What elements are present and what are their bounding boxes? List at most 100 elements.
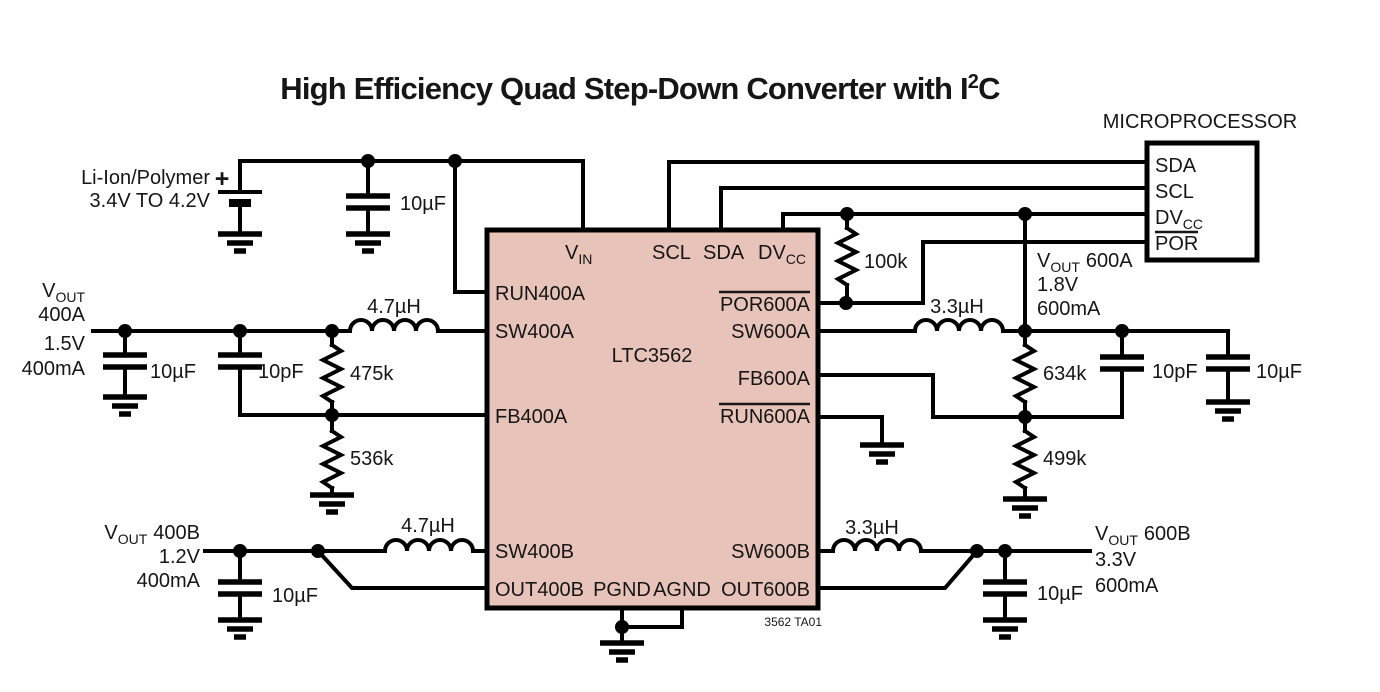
wire-run600a — [816, 415, 884, 447]
ic-pin-sw600b: SW600B — [731, 541, 810, 563]
battery-symbol — [218, 190, 262, 207]
wire-out400b — [315, 548, 489, 590]
battery-name-label: Li-Ion/Polymer — [81, 167, 210, 189]
micro-pin-scl: SCL — [1155, 181, 1194, 203]
resistor-icon-536k — [321, 429, 343, 490]
vout400a-label: VOUT — [42, 280, 85, 305]
ic-pin-sw600a: SW600A — [731, 321, 811, 343]
ic-pin-scl: SCL — [652, 242, 691, 264]
resistor-icon-100k — [836, 226, 858, 287]
inductor-icon-600a — [913, 318, 1005, 333]
figure-note: 3562 TA01 — [764, 615, 822, 629]
ground-icon — [310, 495, 354, 512]
ic-pin-vin: VIN — [565, 242, 592, 267]
micro-pin-sda: SDA — [1155, 155, 1197, 177]
vout400b-voltage: 1.2V — [159, 546, 201, 568]
vout600b-current: 600mA — [1095, 575, 1159, 597]
wire-dvcc — [781, 212, 1149, 232]
ground-icon — [103, 397, 147, 414]
wire-out600b — [816, 548, 980, 590]
cout400a-label: 10µF — [150, 361, 196, 383]
microprocessor-block: MICROPROCESSOR SDA SCL DVCC POR — [1103, 111, 1297, 263]
cout400b-label: 10µF — [272, 585, 318, 607]
vout600a-current: 600mA — [1037, 298, 1101, 320]
ic-pin-sw400b: SW400B — [495, 541, 574, 563]
wire-run400a — [453, 159, 489, 294]
micro-pin-dvcc: DVCC — [1155, 207, 1203, 232]
wire-por600a — [816, 240, 1149, 305]
pullup-resistor-label: 100k — [864, 251, 908, 273]
ic-pin-out400b: OUT400B — [495, 579, 584, 601]
ic-name: LTC3562 — [612, 345, 693, 367]
r536k-label: 536k — [350, 448, 394, 470]
ground-icon — [218, 620, 262, 637]
battery-range-label: 3.4V TO 4.2V — [90, 190, 211, 212]
capacitor-icon-600a-ff — [1100, 357, 1144, 369]
ic-pin-por600a: POR600A — [720, 294, 811, 316]
microprocessor-body — [1144, 140, 1260, 263]
ic-pin-pgnd: PGND — [593, 579, 651, 601]
input-cap-label: 10µF — [400, 193, 446, 215]
ic-pin-sw400a: SW400A — [495, 321, 575, 343]
ic-pin-sda: SDA — [703, 242, 745, 264]
vout400b-current: 400mA — [137, 570, 201, 592]
ic-pin-fb400a: FB400A — [495, 406, 568, 428]
ic-pin-dvcc: DVCC — [758, 242, 806, 267]
l400a-label: 4.7µH — [367, 296, 421, 318]
battery-plus-sign: + — [215, 165, 230, 193]
wire-fb600a — [816, 373, 935, 419]
vout400a-channel: 400A — [38, 304, 85, 326]
ic-pin-run400a: RUN400A — [495, 283, 586, 305]
micro-pin-por: POR — [1155, 233, 1198, 255]
ground-icon — [346, 234, 390, 251]
cff400a-label: 10pF — [258, 361, 304, 383]
resistor-icon-634k — [1014, 343, 1036, 404]
wire-sda — [719, 186, 1149, 232]
vout600a-voltage: 1.8V — [1037, 274, 1079, 296]
cout600a-label: 10µF — [1256, 361, 1302, 383]
ic-block: VIN SCL SDA DVCC RUN400A SW400A FB400A S… — [484, 227, 822, 629]
capacitor-icon-400a-ff — [218, 355, 262, 367]
capacitor-icon-600a-out — [1206, 357, 1250, 369]
ground-icon — [1206, 402, 1250, 419]
capacitor-icon-400a-out — [103, 355, 147, 367]
r634k-label: 634k — [1043, 363, 1087, 385]
cout600b-label: 10µF — [1037, 583, 1083, 605]
vout600b-voltage: 3.3V — [1095, 549, 1137, 571]
inductor-icon-400a — [348, 318, 440, 333]
microprocessor-title: MICROPROCESSOR — [1103, 111, 1297, 133]
r475k-label: 475k — [350, 363, 394, 385]
ground-icon — [860, 445, 904, 462]
ground-icon — [983, 620, 1027, 637]
resistor-icon-499k — [1014, 429, 1036, 490]
wire-vin-rail — [238, 159, 585, 232]
ic-pin-run600a: RUN600A — [720, 406, 811, 428]
capacitor-icon-400b-out — [218, 582, 262, 594]
vout400a-current: 400mA — [22, 358, 86, 380]
wire-scl — [667, 160, 1149, 232]
l400b-label: 4.7µH — [401, 515, 455, 537]
wire-agnd — [620, 606, 684, 629]
cff600a-label: 10pF — [1152, 361, 1198, 383]
labels: Li-Ion/Polymer + 3.4V TO 4.2V 10µF 100k … — [22, 165, 1302, 607]
inductor-icon-400b — [383, 538, 475, 553]
ic-pin-out600b: OUT600B — [721, 579, 810, 601]
ground-icon — [1003, 499, 1047, 516]
vout400a-voltage: 1.5V — [44, 333, 86, 355]
l600b-label: 3.3µH — [845, 517, 899, 539]
ic-pin-agnd: AGND — [653, 579, 711, 601]
junction-dots — [118, 154, 1129, 634]
page-title: High Efficiency Quad Step-Down Converter… — [280, 71, 1000, 106]
ground-icon — [218, 234, 262, 251]
capacitor-icon-600b-out — [983, 582, 1027, 594]
inductor-icon-600b — [831, 538, 923, 553]
r499k-label: 499k — [1043, 448, 1087, 470]
capacitor-icon-input — [346, 196, 390, 208]
ic-pin-fb600a: FB600A — [738, 368, 811, 390]
l600a-label: 3.3µH — [930, 296, 984, 318]
ground-icon — [600, 643, 644, 660]
